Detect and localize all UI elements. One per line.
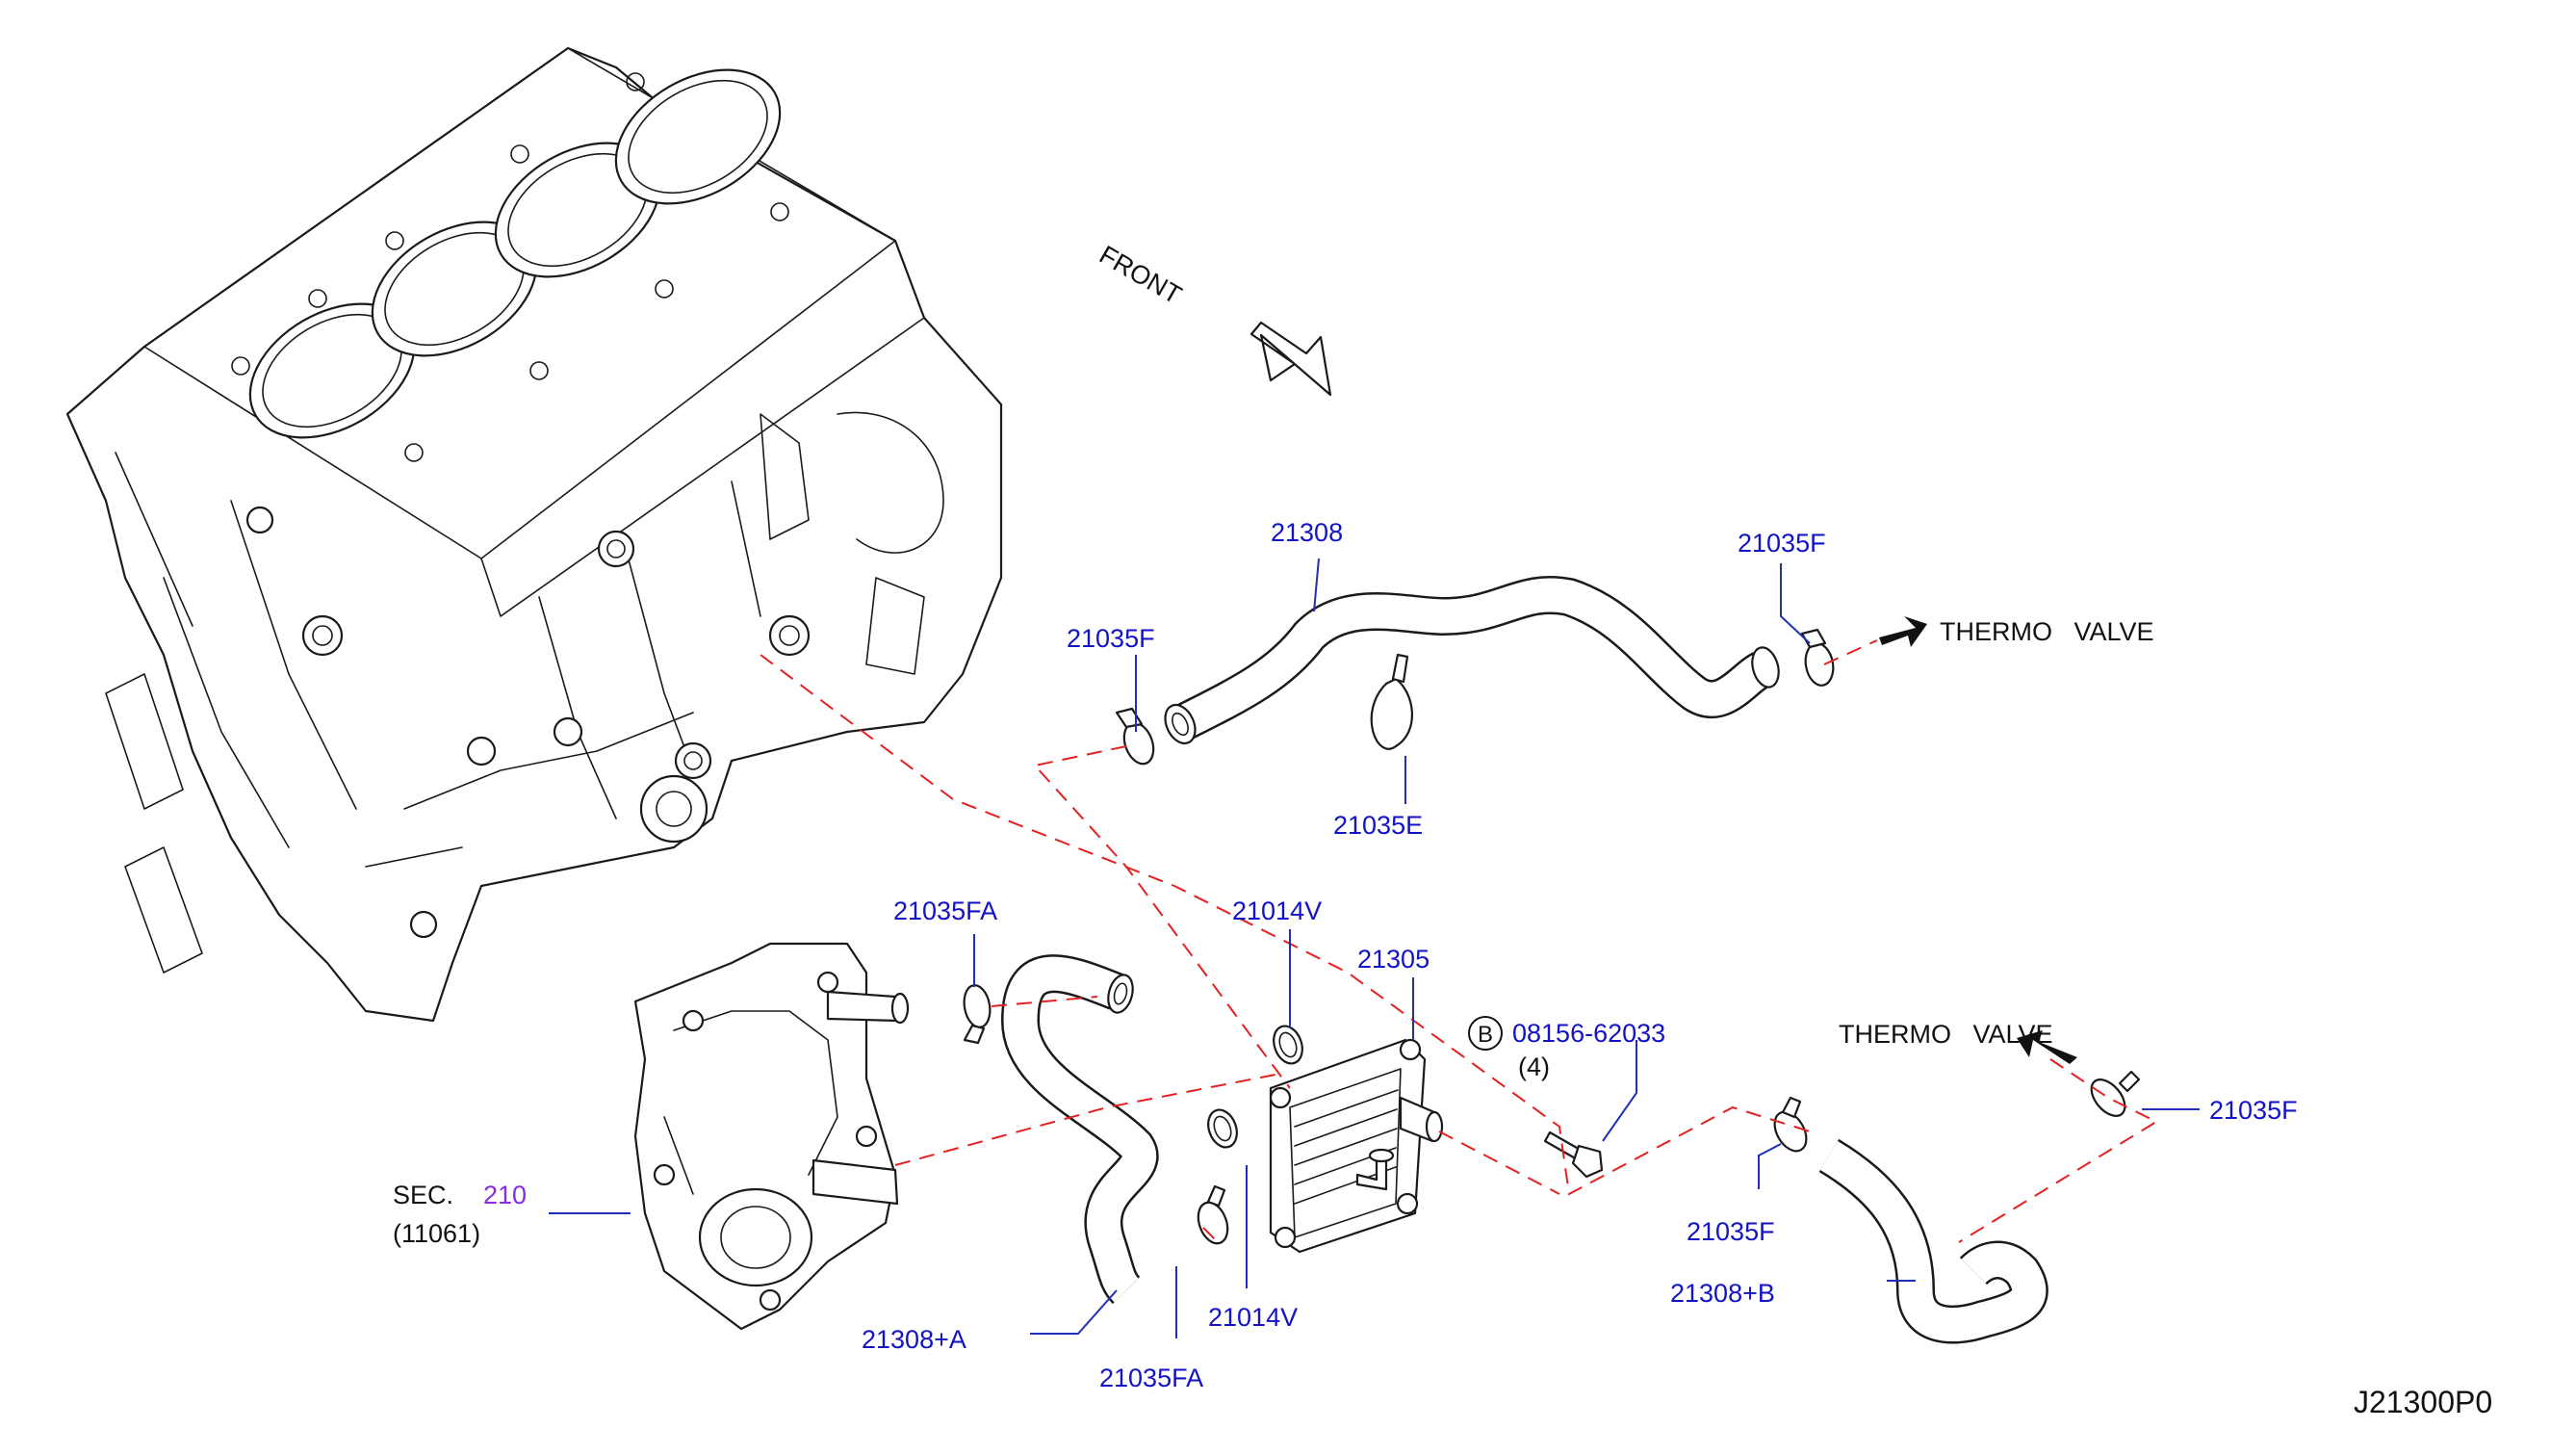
water-pump-housing <box>633 942 910 1331</box>
front-label: FRONT <box>1095 240 1187 309</box>
label-oil-cooler: 21305 <box>1357 945 1430 974</box>
clamp-lower-mid <box>1773 1096 1808 1153</box>
label-clamp-lower-mid: 21035F <box>1687 1217 1775 1246</box>
clamp-upper-left <box>1115 707 1155 766</box>
cylinder-bores <box>248 68 782 439</box>
label-bolt: 08156-62033 <box>1512 1019 1665 1048</box>
clamp-fa-top <box>963 984 992 1045</box>
leader-lines <box>549 558 2200 1338</box>
front-direction-arrow-icon <box>1249 321 1332 397</box>
label-clamp-lower-right: 21035F <box>2209 1096 2298 1125</box>
label-section-prefix: SEC. <box>393 1181 453 1209</box>
label-hose-21308-a: 21308+A <box>862 1325 966 1354</box>
o-ring-top <box>1273 1025 1303 1065</box>
front-indicator: FRONT <box>1095 240 1332 397</box>
clamp-fa-bottom <box>1197 1184 1229 1245</box>
o-ring-bottom <box>1207 1108 1238 1149</box>
ref-letter-circle-icon <box>1468 1016 1503 1051</box>
oil-cooler <box>1269 1038 1444 1254</box>
label-section-sub: (11061) <box>393 1219 480 1248</box>
label-thermo-valve-lower: THERMO VALVE <box>1839 1020 2053 1049</box>
label-bolt-qty: (4) <box>1518 1052 1550 1081</box>
section-reference: SEC. 210 (11061) <box>393 1181 527 1248</box>
dashed-connections <box>760 639 2159 1243</box>
label-bolt-ref-letter: B <box>1478 1022 1493 1048</box>
clamp-upper-mid <box>1370 653 1413 750</box>
label-o-ring-top: 21014V <box>1232 896 1322 925</box>
diagram-code: J21300P0 <box>2354 1385 2492 1419</box>
label-hose-21308-b: 21308+B <box>1670 1279 1775 1308</box>
hose-21308-b <box>1818 1138 2048 1344</box>
arrow-to-thermo-valve-lower-icon <box>2017 1030 2077 1064</box>
label-clamp-fa-bottom: 21035FA <box>1099 1364 1203 1392</box>
label-section-number: 210 <box>483 1181 527 1209</box>
label-clamp-upper-right: 21035F <box>1738 529 1826 558</box>
label-clamp-upper-mid: 21035E <box>1333 811 1423 840</box>
hose-21308 <box>1164 575 1780 745</box>
label-hose-21308: 21308 <box>1271 518 1343 547</box>
hose-21308-a <box>1001 954 1159 1305</box>
deck-bolt-holes <box>231 72 789 462</box>
engine-block <box>65 46 1003 1023</box>
clamp-lower-right <box>2090 1070 2141 1117</box>
bolt <box>1543 1130 1604 1179</box>
label-o-ring-bottom: 21014V <box>1208 1303 1298 1332</box>
label-clamp-upper-left: 21035F <box>1067 624 1155 653</box>
label-clamp-fa-top: 21035FA <box>893 896 997 925</box>
bolt-callout: B 08156-62033 (4) <box>1468 1016 1665 1081</box>
label-thermo-valve-upper: THERMO VALVE <box>1940 617 2154 646</box>
clamp-upper-right <box>1800 628 1835 687</box>
arrow-to-thermo-valve-upper-icon <box>1879 616 1927 647</box>
